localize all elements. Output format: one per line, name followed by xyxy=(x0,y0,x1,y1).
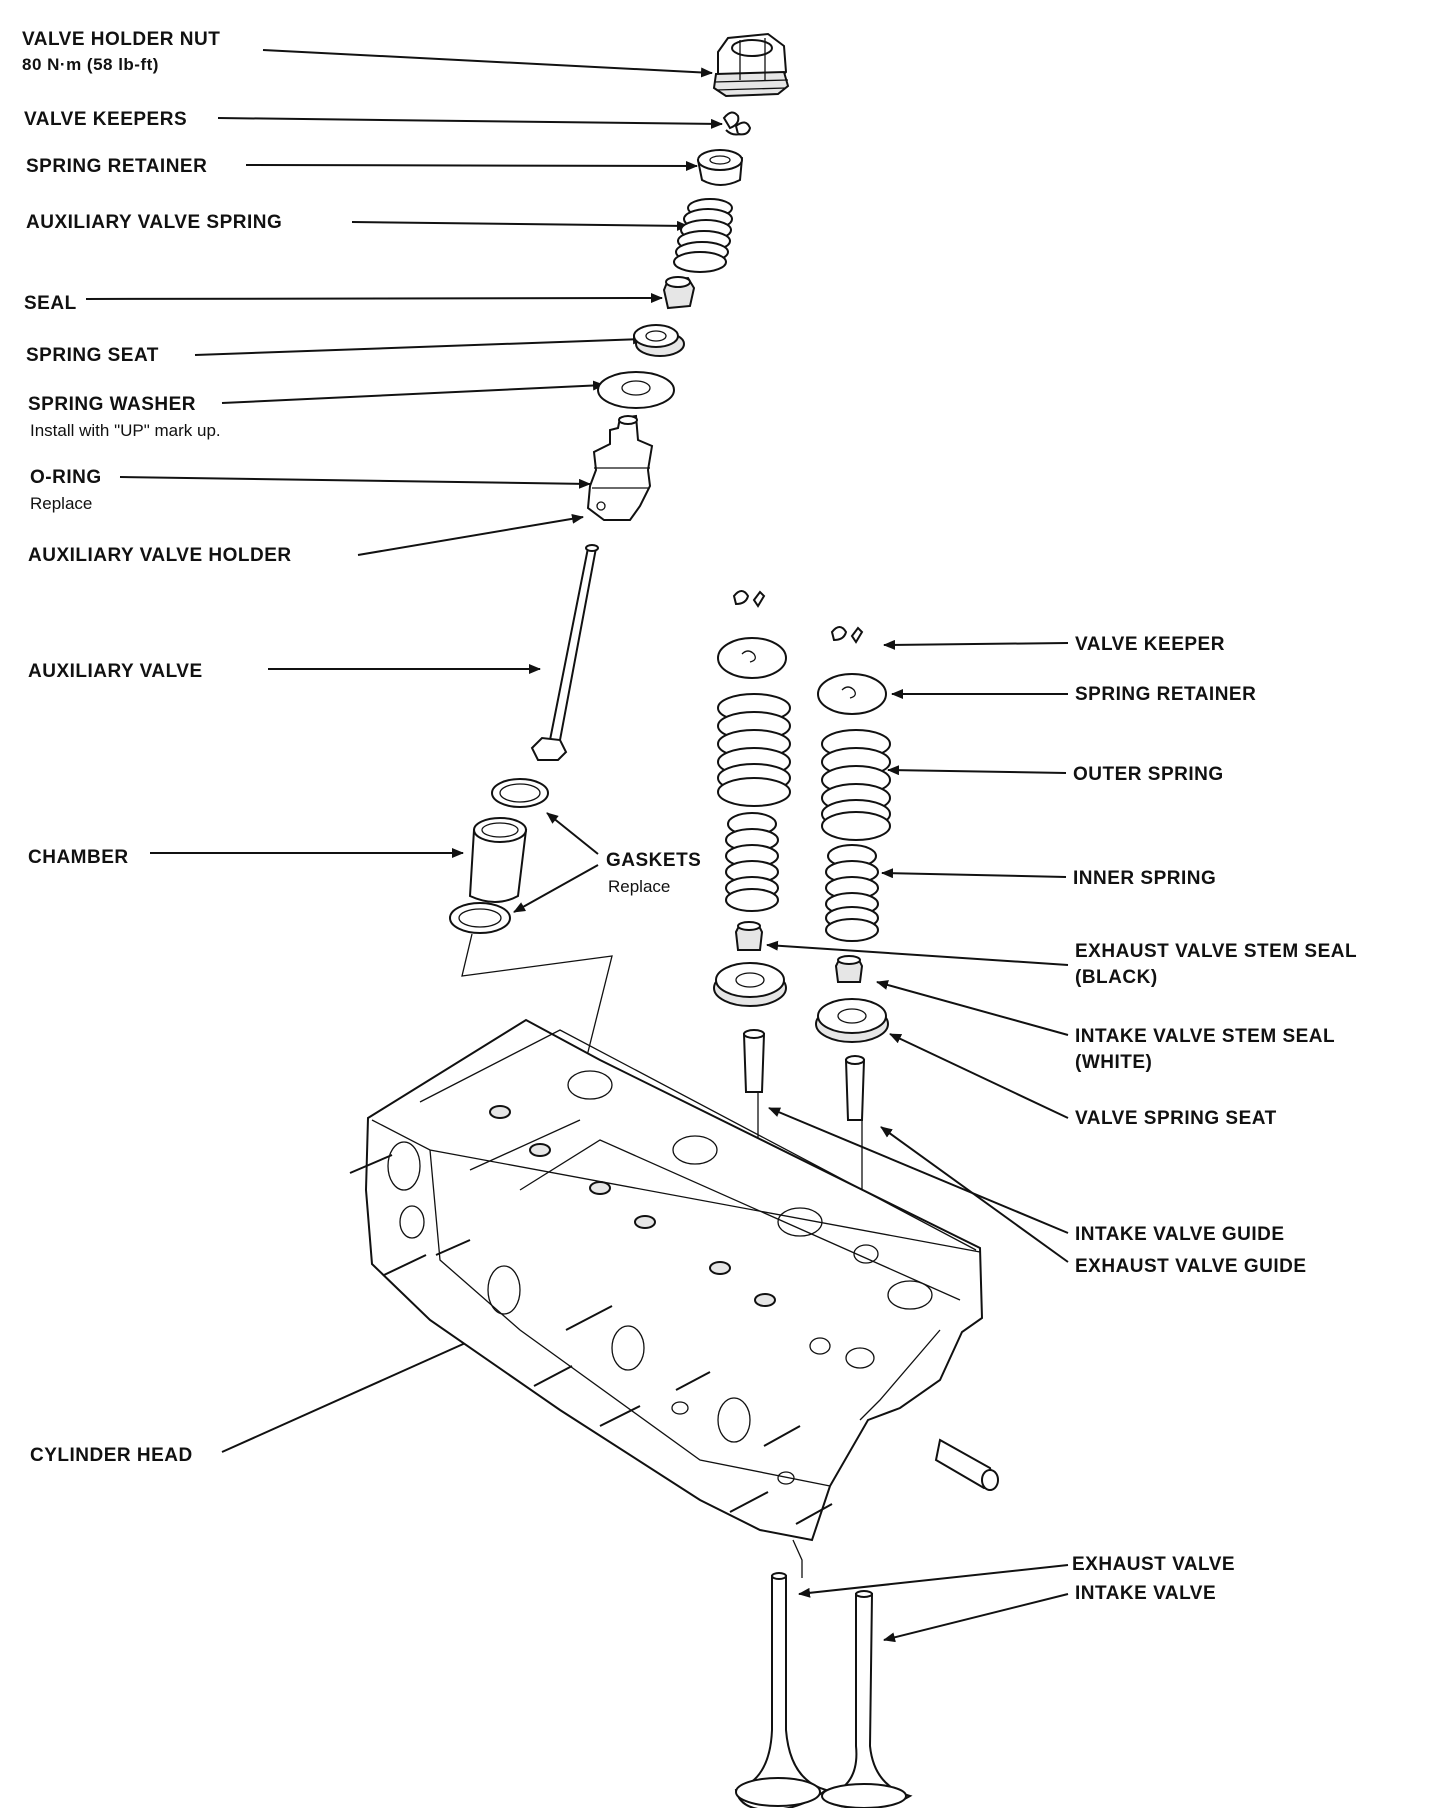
label-o-ring-note: Replace xyxy=(30,494,92,513)
intake-valve-spring-seat-part xyxy=(815,998,889,1043)
label-valve-holder-nut: VALVE HOLDER NUT xyxy=(22,29,220,50)
exhaust-valve-keeper-part xyxy=(732,590,766,608)
exhaust-valve-stem-seal-part xyxy=(734,921,764,951)
label-intake-valve: INTAKE VALVE xyxy=(1075,1583,1216,1604)
label-valve-holder-nut-torque: 80 N·m (58 lb-ft) xyxy=(22,55,159,74)
label-gaskets: GASKETS xyxy=(606,850,701,871)
gasket-top-part xyxy=(491,778,549,808)
label-valve-spring-seat: VALVE SPRING SEAT xyxy=(1075,1108,1277,1129)
label-outer-spring: OUTER SPRING xyxy=(1073,764,1224,785)
label-exhaust-valve-guide: EXHAUST VALVE GUIDE xyxy=(1075,1256,1307,1277)
intake-spring-retainer-part xyxy=(817,673,887,715)
intake-inner-spring-part xyxy=(825,844,879,942)
exhaust-valve-guide-part xyxy=(742,1029,766,1093)
label-spring-washer-note: Install with "UP" mark up. xyxy=(30,421,221,440)
label-spring-retainer-right: SPRING RETAINER xyxy=(1075,684,1256,705)
label-inner-spring: INNER SPRING xyxy=(1073,868,1216,889)
spring-seat-part xyxy=(633,324,685,357)
label-gaskets-note: Replace xyxy=(608,877,670,896)
label-exhaust-valve: EXHAUST VALVE xyxy=(1072,1554,1235,1575)
valve-holder-nut-part xyxy=(712,32,790,98)
auxiliary-valve-holder-part xyxy=(586,414,654,521)
spring-retainer-left-part xyxy=(696,149,744,186)
label-exhaust-valve-stem-seal: EXHAUST VALVE STEM SEAL xyxy=(1075,941,1357,962)
exhaust-outer-spring-part xyxy=(717,693,791,807)
intake-valve-keeper-part xyxy=(830,626,864,644)
label-intake-valve-stem-seal: INTAKE VALVE STEM SEAL xyxy=(1075,1026,1335,1047)
label-valve-keeper: VALVE KEEPER xyxy=(1075,634,1225,655)
valve-keepers-part xyxy=(722,111,752,136)
label-auxiliary-valve-holder: AUXILIARY VALVE HOLDER xyxy=(28,545,292,566)
label-spring-retainer-left: SPRING RETAINER xyxy=(26,156,207,177)
auxiliary-valve-spring-part xyxy=(673,198,733,273)
exhaust-inner-spring-part xyxy=(725,812,779,912)
label-auxiliary-valve: AUXILIARY VALVE xyxy=(28,661,203,682)
auxiliary-valve-part xyxy=(530,544,599,761)
exhaust-valve-spring-seat-part xyxy=(713,962,787,1007)
label-o-ring: O-RING xyxy=(30,467,102,488)
label-valve-keepers: VALVE KEEPERS xyxy=(24,109,187,130)
label-auxiliary-valve-spring: AUXILIARY VALVE SPRING xyxy=(26,212,282,233)
label-spring-washer: SPRING WASHER xyxy=(28,394,196,415)
label-cylinder-head: CYLINDER HEAD xyxy=(30,1445,193,1466)
label-intake-valve-stem-seal-color: (WHITE) xyxy=(1075,1052,1152,1073)
label-chamber: CHAMBER xyxy=(28,847,129,868)
label-intake-valve-guide: INTAKE VALVE GUIDE xyxy=(1075,1224,1285,1245)
intake-valve-stem-seal-part xyxy=(834,955,864,983)
seal-part xyxy=(662,276,696,310)
label-seal: SEAL xyxy=(24,293,77,314)
intake-outer-spring-part xyxy=(821,729,891,841)
cylinder-head-part xyxy=(349,1018,999,1542)
labels-group: VALVE HOLDER NUT 80 N·m (58 lb-ft) VALVE… xyxy=(22,29,1357,1604)
intake-valve-guide-part xyxy=(844,1055,866,1121)
exhaust-spring-retainer-part xyxy=(717,637,787,679)
spring-washer-part xyxy=(597,371,675,409)
gasket-bottom-part xyxy=(449,902,511,934)
label-exhaust-valve-stem-seal-color: (BLACK) xyxy=(1075,967,1158,988)
chamber-part xyxy=(468,817,528,903)
intake-valve-part xyxy=(821,1590,913,1808)
label-spring-seat: SPRING SEAT xyxy=(26,345,159,366)
exhaust-valve-part xyxy=(734,1572,829,1808)
